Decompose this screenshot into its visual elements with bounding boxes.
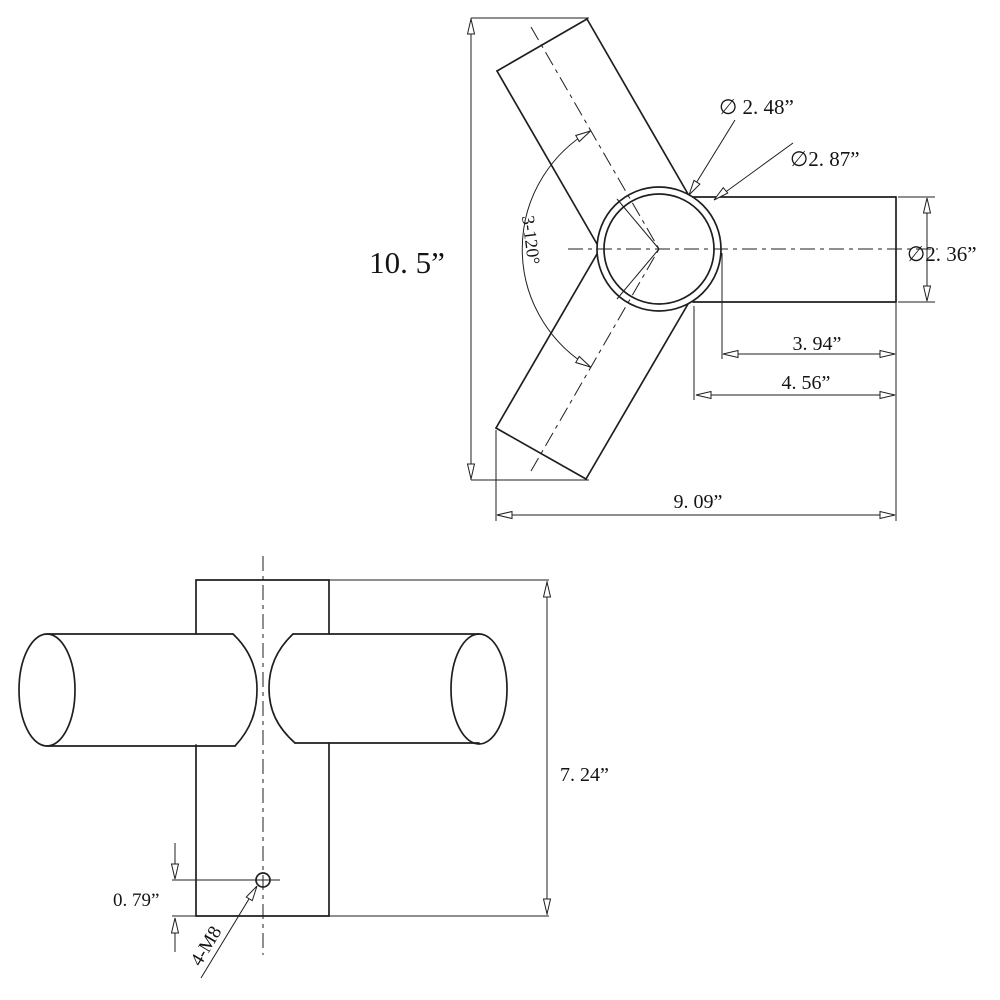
tube-diameter-label: ∅2. 36” [907,242,977,266]
tube-exposed-label: 3. 94” [793,333,842,355]
angle-arc [521,127,593,371]
dim-front-height [329,579,551,917]
angle-pattern-label: 3-120° [518,214,544,265]
dim-tube-diameter [898,196,935,303]
body-outline [195,579,330,917]
upper-tube-outline [496,18,689,245]
dim-overall-height [467,17,589,481]
centerlines-top-view [530,26,938,472]
hub-diameter-label: ∅2. 87” [790,147,860,171]
top-view: 3-120° 10. 5” ∅ 2. 48” ∅2. 87” [369,17,977,521]
hole-offset-label: 0. 79” [113,890,159,911]
dim-tube-total [693,306,896,400]
dim-overall-width [495,302,897,521]
bore-diameter-label: ∅ 2. 48” [719,95,794,119]
mounting-hole [172,872,280,888]
hub-circles [596,186,722,312]
right-cylinder [268,633,508,745]
leader-bore-diameter [685,119,736,198]
right-tube-outline [692,196,897,303]
front-view: 7. 24” 0. 79” 4-M8 [18,556,609,979]
front-height-label: 7. 24” [560,764,609,786]
leader-thread-callout [200,883,261,979]
overall-height-label: 10. 5” [369,245,445,280]
dim-tube-exposed [721,253,896,359]
left-cylinder [18,633,258,747]
overall-width-label: 9. 09” [674,491,723,513]
tube-total-label: 4. 56” [782,372,831,394]
leader-hub-diameter [711,142,794,204]
dim-hole-offset [171,843,196,952]
lower-tube-outline [495,253,689,480]
